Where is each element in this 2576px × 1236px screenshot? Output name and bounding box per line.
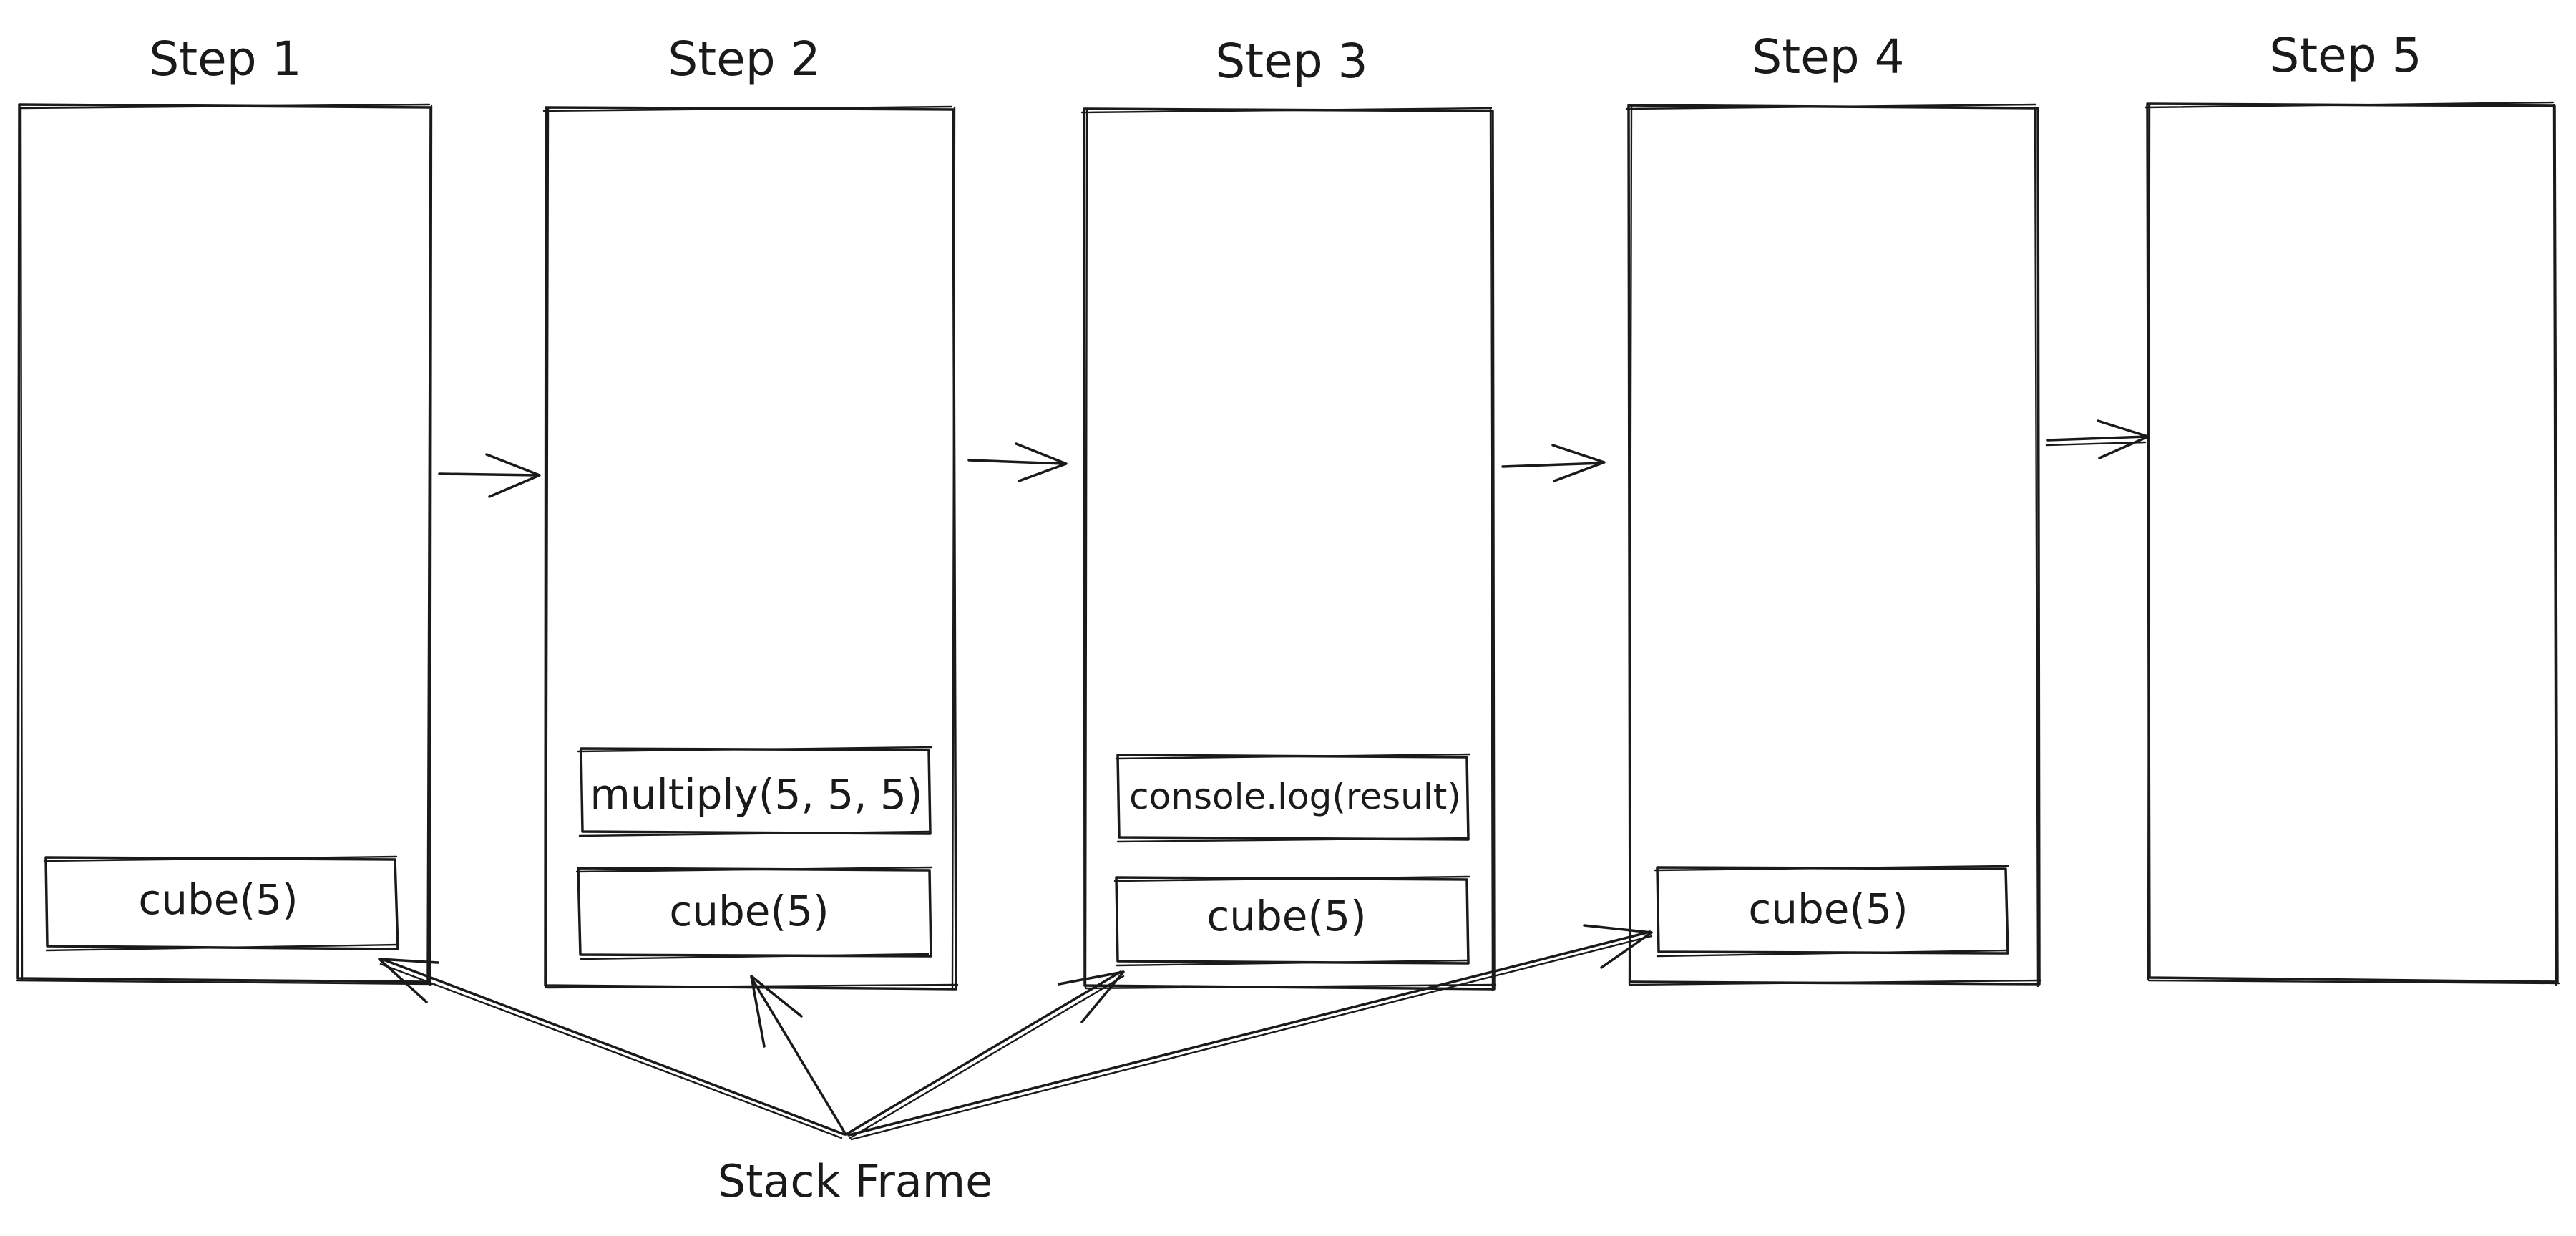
- step-3-frame-console-label: console.log(result): [1129, 776, 1461, 817]
- step-3-frame-cube-label: cube(5): [1206, 892, 1366, 940]
- step-5-title: Step 5: [2269, 28, 2421, 83]
- step-1-frame-cube: cube(5): [43, 855, 400, 952]
- step-3-title: Step 3: [1215, 34, 1367, 89]
- step-2-stack: [542, 105, 959, 991]
- step-4: Step 4 cube(5): [1625, 29, 2042, 988]
- pointer-to-step-3-frame: [846, 970, 1125, 1139]
- arrow-step-1-to-2: [438, 453, 541, 498]
- step-2: Step 2 multiply(5, 5, 5) cube(5): [542, 31, 959, 991]
- step-4-frame-cube-label: cube(5): [1748, 885, 1908, 933]
- step-5: Step 5: [2144, 28, 2560, 986]
- step-4-frame-cube: cube(5): [1654, 865, 2009, 958]
- arrow-step-4-to-5: [2045, 419, 2150, 459]
- stack-frame-label: Stack Frame: [718, 1155, 993, 1207]
- step-5-stack: [2144, 101, 2560, 986]
- step-3-frame-console: console.log(result): [1115, 753, 1471, 843]
- step-2-frame-cube-label: cube(5): [669, 887, 829, 935]
- step-4-stack: [1625, 103, 2042, 988]
- step-2-title: Step 2: [668, 31, 820, 87]
- step-1-title: Step 1: [149, 31, 301, 87]
- step-3-frame-cube: cube(5): [1113, 875, 1470, 967]
- pointer-to-step-2-frame: [750, 975, 847, 1136]
- step-1: Step 1 cube(5): [16, 31, 434, 986]
- step-2-frame-multiply: multiply(5, 5, 5): [577, 746, 933, 837]
- pointer-to-step-4-frame: [847, 924, 1653, 1141]
- step-4-title: Step 4: [1752, 29, 1904, 84]
- arrow-step-3-to-4: [1501, 444, 1606, 482]
- step-2-frame-multiply-label: multiply(5, 5, 5): [590, 770, 922, 819]
- step-1-stack: [16, 103, 434, 986]
- arrow-step-2-to-3: [967, 442, 1068, 482]
- stack-frame-annotation: Stack Frame: [378, 924, 1653, 1207]
- step-1-frame-cube-label: cube(5): [138, 875, 298, 924]
- step-2-frame-cube: cube(5): [575, 866, 933, 960]
- pointer-to-step-1-frame: [378, 958, 846, 1139]
- step-3: Step 3 console.log(result) cube(5): [1080, 34, 1497, 992]
- step-3-stack: [1080, 107, 1497, 992]
